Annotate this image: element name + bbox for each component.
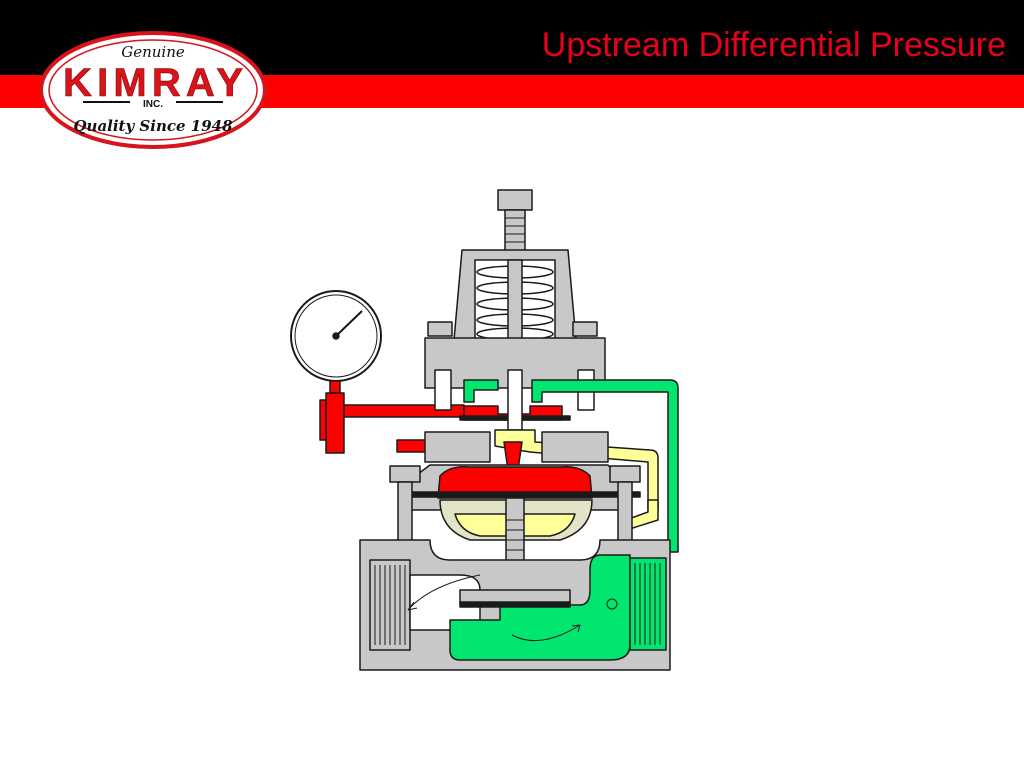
logo-inc-text: INC. <box>143 99 163 110</box>
valve-cross-section-diagram <box>290 189 679 671</box>
flow-arrow-icon <box>407 574 581 642</box>
logo-genuine-text: Genuine <box>121 43 185 61</box>
logo-quality-text: Quality Since 1948 <box>73 117 233 135</box>
kimray-logo: Genuine KIMRAY INC. Quality Since 1948 <box>39 31 267 149</box>
slide-title: Upstream Differential Pressure <box>541 26 1006 64</box>
pressure-gauge-icon <box>290 290 382 454</box>
